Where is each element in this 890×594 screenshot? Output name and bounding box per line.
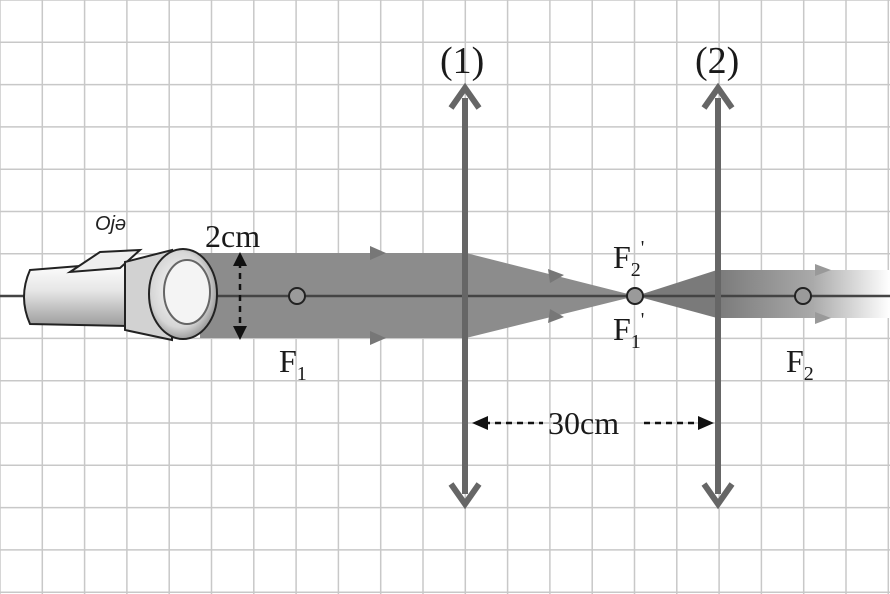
lens-1-label: (1)	[440, 40, 484, 82]
lens-2-label: (2)	[695, 40, 739, 82]
label-f1: F1	[279, 343, 307, 385]
lens-2-top-arrow-icon	[701, 82, 735, 110]
lens-1-top-arrow-icon	[448, 82, 482, 110]
lens-1-bottom-arrow-icon	[448, 482, 482, 510]
flashlight: Ojə	[23, 213, 218, 342]
flashlight-switch	[66, 248, 143, 274]
focal-point-f1	[288, 287, 306, 305]
flashlight-lens	[163, 259, 211, 325]
arrow-left-icon	[472, 416, 488, 430]
arrow-down-icon	[233, 326, 247, 340]
ray-arrow	[815, 264, 831, 276]
ray-arrow	[548, 269, 564, 283]
ray-arrow	[815, 312, 831, 324]
lens-2: (2)	[695, 40, 739, 510]
lens-2-bottom-arrow-icon	[701, 482, 735, 510]
flashlight-body	[23, 260, 131, 328]
arrow-right-icon	[698, 416, 714, 430]
label-f2-prime: F2'	[613, 237, 644, 281]
label-f2: F2	[786, 343, 814, 385]
ray-arrow	[370, 246, 386, 260]
arrow-up-icon	[233, 252, 247, 266]
distance-label: 30cm	[548, 405, 619, 441]
ray-arrow	[548, 309, 564, 323]
beam-width-label: 2cm	[205, 218, 260, 254]
lens-1: (1)	[440, 40, 484, 510]
beam-diverging-section	[636, 270, 717, 318]
flashlight-label: Ojə	[95, 213, 126, 235]
focal-point-f1p-f2p	[626, 287, 644, 305]
ray-arrow	[370, 331, 386, 345]
distance-indicator: 30cm	[472, 405, 714, 441]
beam-width-indicator: 2cm	[205, 218, 260, 340]
focal-point-f2	[794, 287, 812, 305]
label-f1-prime: F1'	[613, 309, 644, 353]
